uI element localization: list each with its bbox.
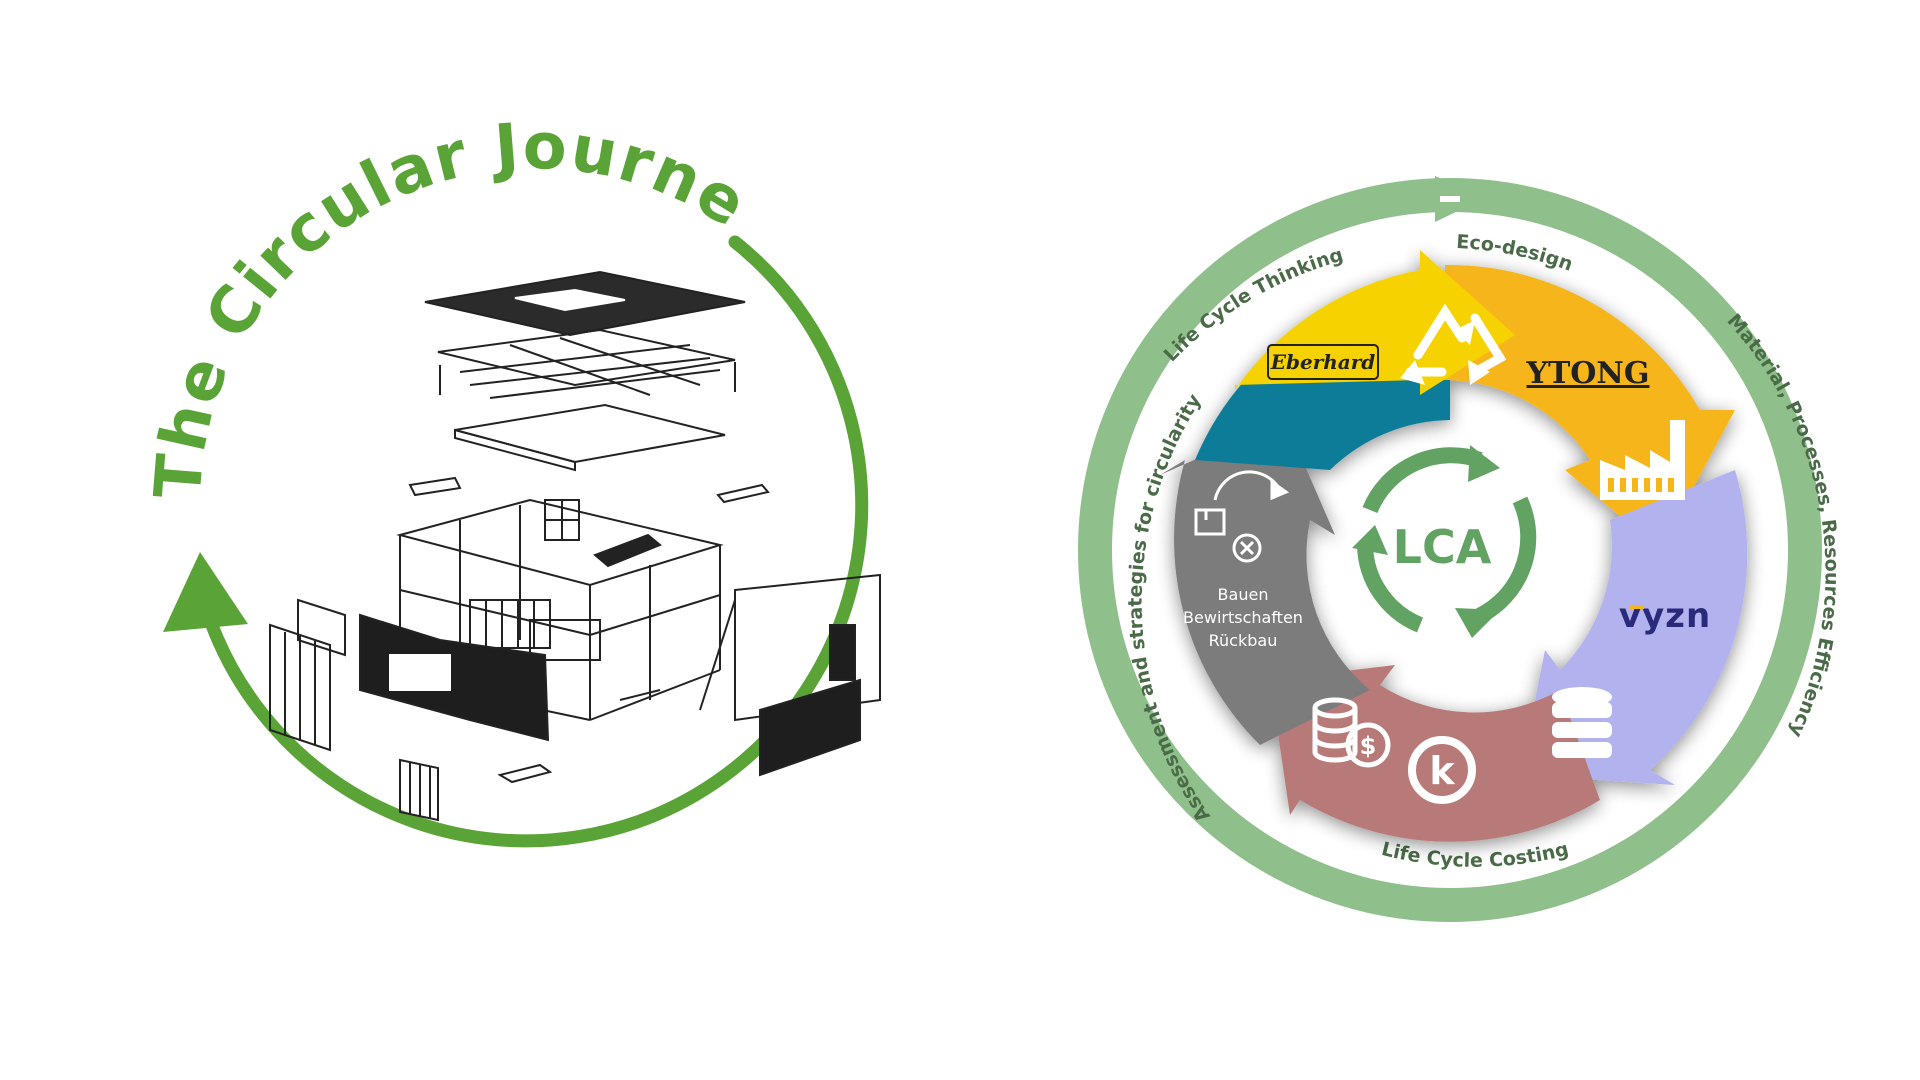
lca-cycle-diagram: Eco-design Life Cycle Thinking Material,… (1078, 176, 1843, 922)
inner-segments (1160, 250, 1748, 842)
recycle-icon (1400, 303, 1507, 385)
eberhard-logo: Eberhard (1267, 344, 1379, 380)
building-cycle-icon (1194, 470, 1290, 563)
factory-icon (1600, 420, 1685, 500)
lifecycle-line-2: Bewirtschaften (1183, 608, 1303, 627)
svg-text:k: k (1429, 749, 1455, 793)
exploded-building-drawing (269, 270, 881, 822)
ring-label-life-cycle-costing: Life Cycle Costing (1379, 838, 1570, 872)
circular-arrow-head (163, 552, 248, 632)
k-logo: k (1408, 736, 1476, 804)
svg-text:$: $ (1360, 732, 1377, 760)
vyzn-logo: vyzn (1619, 596, 1711, 636)
segment-gray (1160, 420, 1370, 745)
lca-cycle-arrow-3 (1357, 544, 1424, 633)
lca-label: LCA (1393, 520, 1492, 574)
circular-journey-title: The Circular Journey (0, 0, 760, 501)
segment-teal (1195, 380, 1450, 470)
circular-journey-diagram: The Circular Journey (0, 0, 881, 848)
lca-cycle-arrow-1 (1362, 447, 1483, 514)
lifecycle-text-block: Bauen Bewirtschaften Rückbau (1183, 585, 1303, 650)
lca-center: LCA (1352, 445, 1537, 638)
coins-dollar-icon: $ (1312, 697, 1391, 768)
circular-arrow (198, 235, 869, 848)
ytong-logo: YTONG (1526, 356, 1650, 391)
eberhard-logo-text: Eberhard (1270, 350, 1376, 374)
lifecycle-line-3: Rückbau (1209, 631, 1278, 650)
database-icon (1552, 687, 1612, 758)
lifecycle-line-1: Bauen (1218, 585, 1269, 604)
